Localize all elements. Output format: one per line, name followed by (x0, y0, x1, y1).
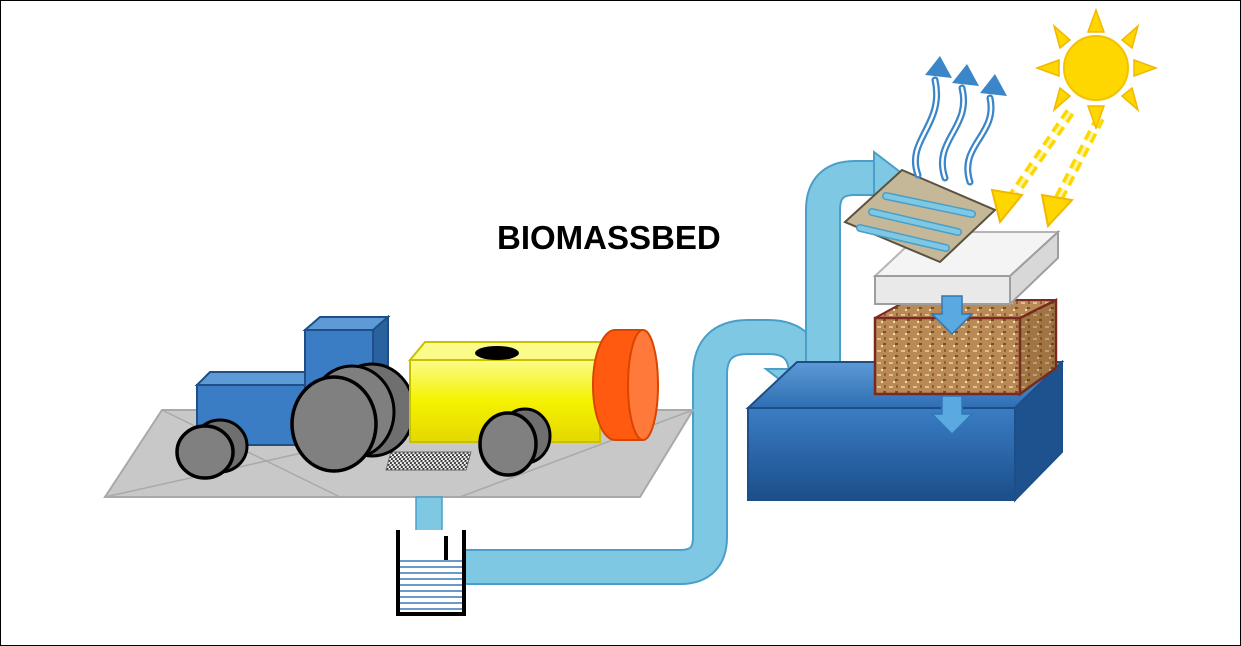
sunlight-beams (990, 109, 1105, 229)
collection-sump-icon (396, 530, 466, 616)
downflow-arrows (930, 295, 974, 436)
tractor-icon (175, 314, 416, 480)
sprayer-tank-icon (407, 329, 659, 477)
sun-icon (1034, 7, 1159, 131)
collector-plate-icon (843, 168, 997, 264)
diagram-title: BIOMASSBED (497, 219, 721, 256)
drain-grate (385, 451, 472, 471)
evaporation-icon-inner (914, 78, 993, 184)
